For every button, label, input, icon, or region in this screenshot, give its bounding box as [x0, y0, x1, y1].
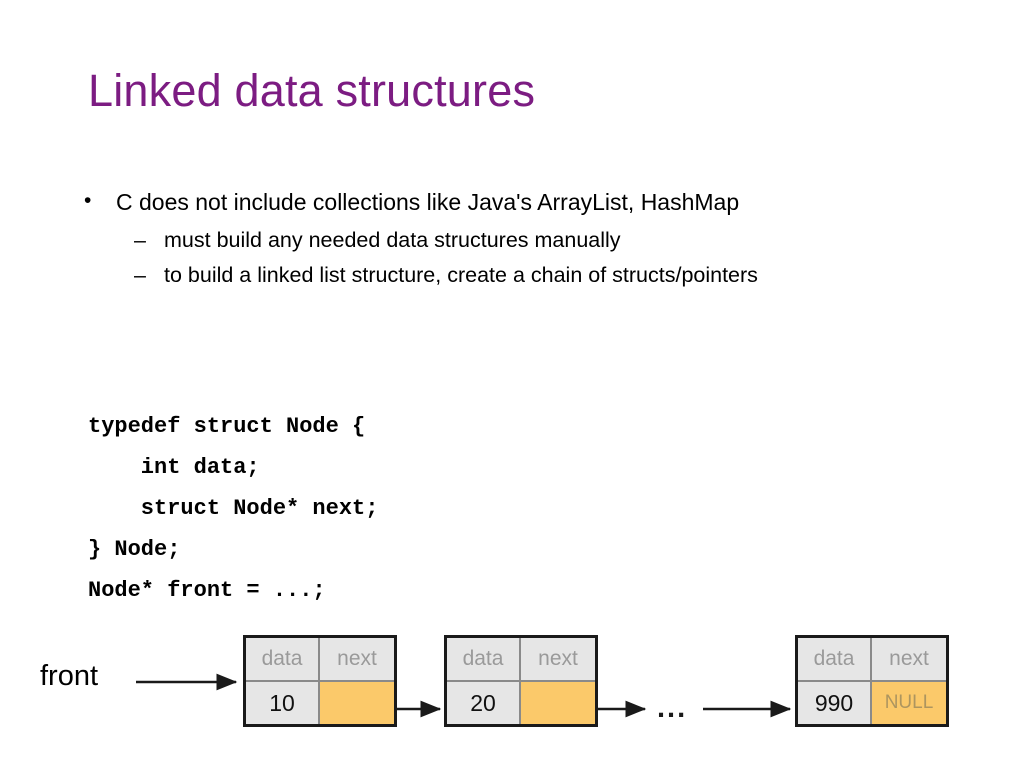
node-header-next: next: [320, 638, 394, 680]
ellipsis-label: ...: [657, 692, 688, 724]
code-block: typedef struct Node { int data; struct N…: [88, 414, 379, 603]
page-title: Linked data structures: [88, 65, 536, 116]
node-header-data: data: [447, 638, 521, 680]
node-header-next: next: [521, 638, 595, 680]
dash-marker-icon: –: [134, 262, 146, 287]
null-label: NULL: [884, 692, 934, 713]
node-header-row: data next: [246, 638, 394, 682]
list-item: • C does not include collections like Ja…: [84, 186, 944, 219]
node-next-pointer: [521, 682, 595, 724]
node-value-row: 990 NULL: [798, 682, 946, 724]
node-header-data: data: [798, 638, 872, 680]
bullet-marker-icon: •: [84, 189, 92, 212]
dash-marker-icon: –: [134, 228, 146, 253]
node-data-value: 10: [246, 682, 320, 724]
node-data-value: 20: [447, 682, 521, 724]
list-node[interactable]: data next 10: [243, 635, 397, 727]
list-item-label: must build any needed data structures ma…: [164, 228, 621, 253]
node-next-pointer: [320, 682, 394, 724]
node-header-data: data: [246, 638, 320, 680]
node-next-pointer: NULL: [872, 682, 946, 724]
bullet-list: • C does not include collections like Ja…: [84, 186, 944, 294]
list-item: – to build a linked list structure, crea…: [134, 260, 944, 291]
list-item: – must build any needed data structures …: [134, 225, 944, 256]
front-pointer-label: front: [40, 660, 99, 692]
list-item-label: to build a linked list structure, create…: [164, 262, 758, 287]
node-data-value: 990: [798, 682, 872, 724]
node-value-row: 20: [447, 682, 595, 724]
node-value-row: 10: [246, 682, 394, 724]
node-header-row: data next: [447, 638, 595, 682]
list-node-tail[interactable]: data next 990 NULL: [795, 635, 949, 727]
list-item-label: C does not include collections like Java…: [116, 189, 740, 215]
node-header-next: next: [872, 638, 946, 680]
node-header-row: data next: [798, 638, 946, 682]
list-node[interactable]: data next 20: [444, 635, 598, 727]
